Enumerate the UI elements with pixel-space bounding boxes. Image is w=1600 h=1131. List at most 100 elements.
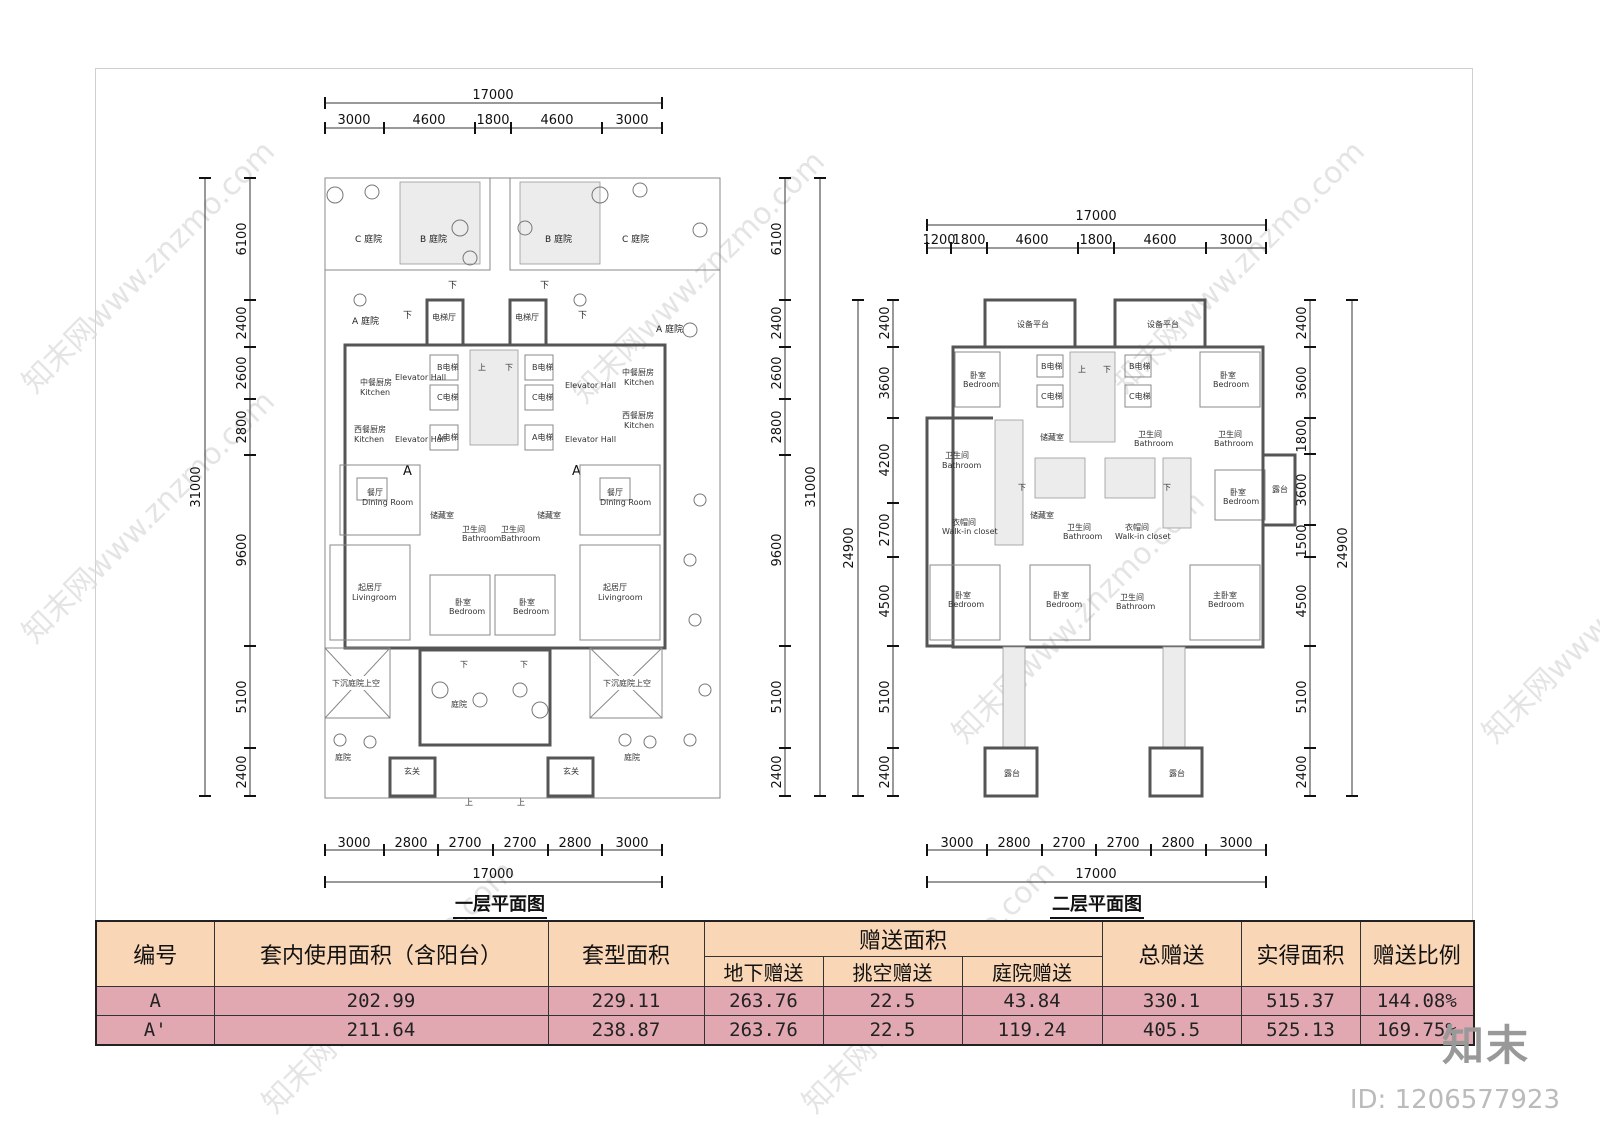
f1-bedroom-en: Bedroom xyxy=(449,607,485,616)
f1-down: 下 xyxy=(540,281,549,291)
cell-total-bonus: 405.5 xyxy=(1101,1015,1242,1046)
f1-dining-en: Dining Room xyxy=(362,498,413,507)
cell-id: A' xyxy=(95,1015,215,1046)
cell-basement: 263.76 xyxy=(703,986,824,1016)
f1-down: 下 xyxy=(520,660,528,669)
f2-bottom-dim: 3000 xyxy=(940,836,973,851)
f1-c-yard: C 庭院 xyxy=(622,233,649,245)
f2-side-dim-right: 1500 xyxy=(1295,524,1310,557)
f1-up: 上 xyxy=(478,363,486,372)
f1-west-kitchen: 西餐厨房 xyxy=(622,410,654,420)
f1-sunken: 下沉庭院上空 xyxy=(332,678,380,688)
f1-dining: 餐厅 xyxy=(367,488,383,497)
f2-bottom-dim: 3000 xyxy=(1219,836,1252,851)
f1-kitchen-en: Kitchen xyxy=(360,388,390,397)
f2-side-dim-right: 5100 xyxy=(1295,680,1310,713)
f2-side-dim-right: 3600 xyxy=(1295,473,1310,506)
f1-yard: 庭院 xyxy=(335,752,351,762)
f2-c-elevator: C电梯 xyxy=(1041,391,1063,401)
header-actual: 实得面积 xyxy=(1240,920,1361,987)
f1-top-dim: 3000 xyxy=(337,113,370,128)
f2-side-dim-right: 2400 xyxy=(1295,755,1310,788)
f1-side-dim-right: 2400 xyxy=(770,755,785,788)
f2-side-dim-right: 2400 xyxy=(1295,306,1310,339)
table-row: A 202.99 229.11 263.76 22.5 43.84 330.1 … xyxy=(95,986,1475,1016)
header-interior: 套内使用面积（含阳台） xyxy=(213,920,549,987)
f2-bedroom-en: Bedroom xyxy=(1213,380,1249,389)
f2-b-elevator: B电梯 xyxy=(1129,361,1151,371)
f1-sunken: 下沉庭院上空 xyxy=(603,678,651,688)
f2-bath: 卫生间 xyxy=(1138,429,1162,439)
f2-storage: 储藏室 xyxy=(1040,432,1064,442)
f1-a-elevator: A电梯 xyxy=(532,432,553,442)
f1-side-dim-right: 2600 xyxy=(770,356,785,389)
f2-bath: 卫生间 xyxy=(945,450,969,460)
f2-top-dim: 4600 xyxy=(1015,233,1048,248)
f1-a-yard: A 庭院 xyxy=(656,323,683,335)
f1-top-dim: 3000 xyxy=(615,113,648,128)
f1-down: 下 xyxy=(505,363,513,372)
f1-cn-kitchen: 中餐厨房 xyxy=(622,367,654,377)
f2-side-dim: 5100 xyxy=(878,680,893,713)
header-id: 编号 xyxy=(95,920,215,987)
f1-unit-a: A xyxy=(403,464,412,479)
f1-side-dim: 5100 xyxy=(235,680,250,713)
f2-bottom-dim: 2700 xyxy=(1106,836,1139,851)
image-id-label: ID: 1206577923 xyxy=(1349,1085,1560,1115)
f1-side-total-right: 31000 xyxy=(804,466,819,507)
cell-total-bonus: 330.1 xyxy=(1101,986,1242,1016)
f2-master: 主卧室 xyxy=(1213,590,1237,600)
f2-platform: 设备平台 xyxy=(1017,319,1049,329)
f2-bedroom: 卧室 xyxy=(1053,590,1069,600)
f2-b-elevator: B电梯 xyxy=(1041,361,1063,371)
f1-west-kitchen: 西餐厨房 xyxy=(354,424,386,434)
f1-side-total: 31000 xyxy=(189,466,204,507)
f2-bedroom-en: Bedroom xyxy=(1046,600,1082,609)
cell-unit-area: 229.11 xyxy=(547,986,705,1016)
f2-bottom-dim: 2800 xyxy=(997,836,1030,851)
f1-living-en: Livingroom xyxy=(598,593,643,602)
f1-entry: 玄关 xyxy=(563,766,579,776)
f1-kitchen-en: Kitchen xyxy=(624,378,654,387)
f2-bath-en: Bathroom xyxy=(1134,439,1174,448)
f2-bedroom: 卧室 xyxy=(1220,370,1236,380)
f2-side-dim: 4500 xyxy=(878,584,893,617)
f1-down: 下 xyxy=(578,311,587,321)
f2-top-dim: 4600 xyxy=(1143,233,1176,248)
f1-side-dim-right: 2800 xyxy=(770,410,785,443)
f1-down: 下 xyxy=(403,311,412,321)
f2-side-total: 24900 xyxy=(842,527,857,568)
f2-side-dim: 3600 xyxy=(878,366,893,399)
f1-down: 下 xyxy=(460,660,468,669)
f1-living-en: Livingroom xyxy=(352,593,397,602)
f1-side-dim-right: 2400 xyxy=(770,306,785,339)
f1-side-dim: 2800 xyxy=(235,410,250,443)
f2-closet-en: Walk-in closet xyxy=(942,527,998,536)
f2-platform: 设备平台 xyxy=(1147,319,1179,329)
f2-side-total-right: 24900 xyxy=(1336,527,1351,568)
f1-kitchen-en: Kitchen xyxy=(354,435,384,444)
f1-yard: 庭院 xyxy=(624,752,640,762)
f1-side-dim: 2400 xyxy=(235,755,250,788)
header-bonus-group: 赠送面积 xyxy=(703,920,1103,957)
f1-bottom-dim: 2800 xyxy=(558,836,591,851)
f2-terrace: 露台 xyxy=(1169,768,1185,778)
header-basement: 地下赠送 xyxy=(703,956,824,987)
f2-closet: 衣帽间 xyxy=(952,517,976,527)
f2-bath: 卫生间 xyxy=(1067,522,1091,532)
f2-bath-en: Bathroom xyxy=(1116,602,1156,611)
f2-bottom-total: 17000 xyxy=(1075,867,1116,882)
f1-side-dim-right: 9600 xyxy=(770,533,785,566)
f1-bottom-dim: 2700 xyxy=(503,836,536,851)
f2-top-dim: 1200 xyxy=(922,233,955,248)
cell-actual: 515.37 xyxy=(1240,986,1361,1016)
f1-living: 起居厅 xyxy=(603,583,627,592)
f1-unit-a: A xyxy=(572,464,581,479)
f2-bath: 卫生间 xyxy=(1120,592,1144,602)
f2-top-dim: 1800 xyxy=(952,233,985,248)
f2-bottom-dim: 2800 xyxy=(1161,836,1194,851)
f1-storage: 储藏室 xyxy=(430,510,454,520)
f2-bedroom-en: Bedroom xyxy=(1223,497,1259,506)
f1-top-dim: 4600 xyxy=(540,113,573,128)
f2-down: 下 xyxy=(1018,483,1026,492)
